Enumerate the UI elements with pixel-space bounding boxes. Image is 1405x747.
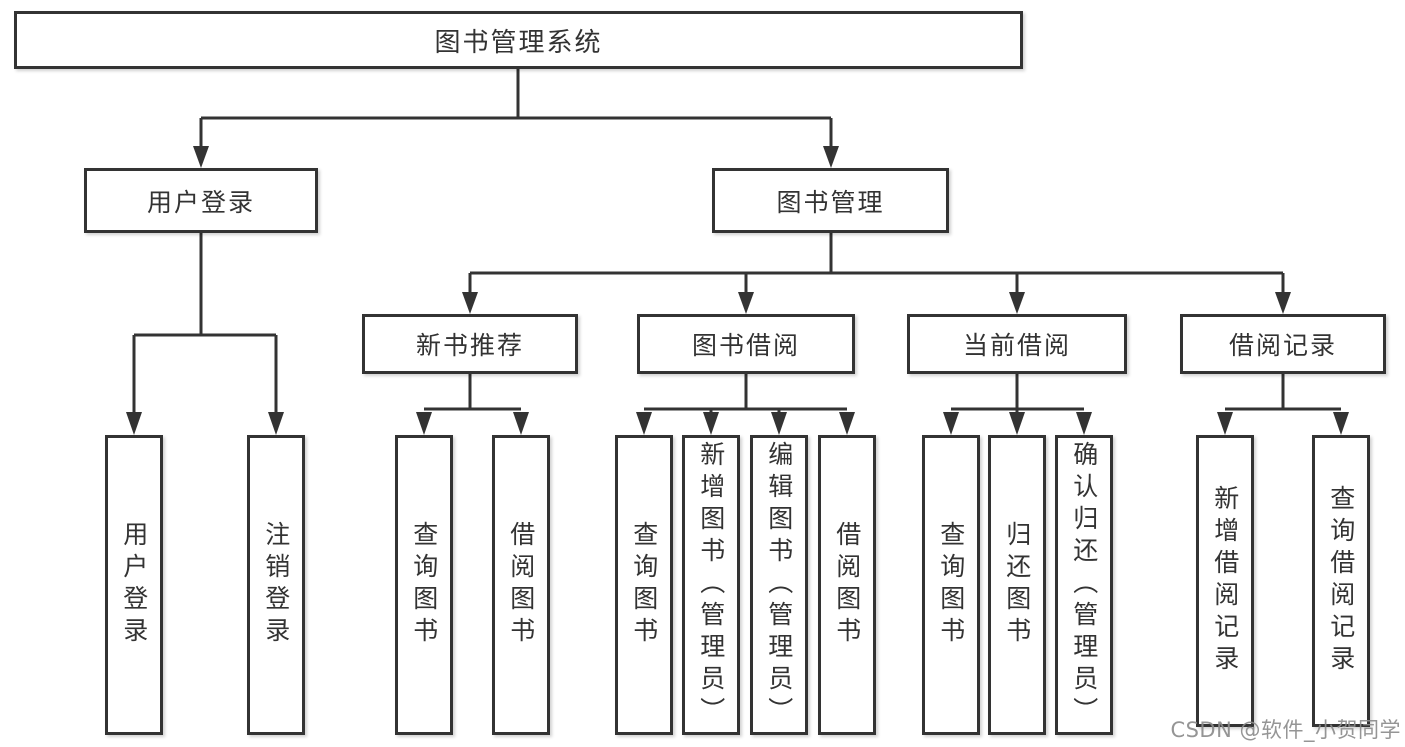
node-current-borrow: 当前借阅 <box>907 314 1127 374</box>
leaf-br-add-record: 新增借阅记录 <box>1196 435 1254 727</box>
leaf-bb-add-book-label: 新增图书（管理员） <box>696 441 726 729</box>
leaf-nb-borrow-book-label: 借阅图书 <box>506 521 536 649</box>
node-current-borrow-label: 当前借阅 <box>962 331 1071 360</box>
leaf-logout-label: 注销登录 <box>261 521 291 649</box>
node-book-borrow: 图书借阅 <box>637 314 855 374</box>
leaf-nb-borrow-book: 借阅图书 <box>492 435 550 735</box>
leaf-cb-confirm-return-label: 确认归还（管理员） <box>1069 441 1099 729</box>
node-new-book-recommend: 新书推荐 <box>362 314 578 374</box>
leaf-bb-borrow-book: 借阅图书 <box>818 435 876 735</box>
node-borrow-record: 借阅记录 <box>1180 314 1386 374</box>
leaf-nb-query-book: 查询图书 <box>395 435 453 735</box>
node-user-login-branch: 用户登录 <box>84 168 318 233</box>
leaf-cb-query-book: 查询图书 <box>922 435 980 735</box>
leaf-bb-borrow-book-label: 借阅图书 <box>832 521 862 649</box>
node-borrow-record-label: 借阅记录 <box>1228 331 1337 360</box>
leaf-br-add-record-label: 新增借阅记录 <box>1210 485 1240 677</box>
leaf-bb-edit-book-label: 编辑图书（管理员） <box>764 441 794 729</box>
node-book-borrow-label: 图书借阅 <box>691 331 800 360</box>
leaf-cb-query-book-label: 查询图书 <box>936 521 966 649</box>
node-new-book-recommend-label: 新书推荐 <box>415 331 524 360</box>
leaf-br-query-record-label: 查询借阅记录 <box>1326 485 1356 677</box>
node-root-label: 图书管理系统 <box>434 27 603 58</box>
leaf-cb-confirm-return: 确认归还（管理员） <box>1055 435 1113 735</box>
node-book-management: 图书管理 <box>712 168 949 233</box>
node-root: 图书管理系统 <box>14 11 1023 69</box>
leaf-cb-return-book-label: 归还图书 <box>1002 521 1032 649</box>
leaf-user-login-label: 用户登录 <box>119 521 149 649</box>
leaf-br-query-record: 查询借阅记录 <box>1312 435 1370 727</box>
leaf-bb-query-book: 查询图书 <box>615 435 673 735</box>
leaf-nb-query-book-label: 查询图书 <box>409 521 439 649</box>
leaf-cb-return-book: 归还图书 <box>988 435 1046 735</box>
leaf-user-login: 用户登录 <box>105 435 163 735</box>
csdn-watermark: CSDN @软件_小贺同学 <box>1170 718 1401 742</box>
node-user-login-branch-label: 用户登录 <box>146 187 255 217</box>
leaf-logout: 注销登录 <box>247 435 305 735</box>
leaf-bb-edit-book: 编辑图书（管理员） <box>750 435 808 735</box>
leaf-bb-query-book-label: 查询图书 <box>629 521 659 649</box>
leaf-bb-add-book: 新增图书（管理员） <box>682 435 740 735</box>
node-book-management-label: 图书管理 <box>776 187 885 217</box>
